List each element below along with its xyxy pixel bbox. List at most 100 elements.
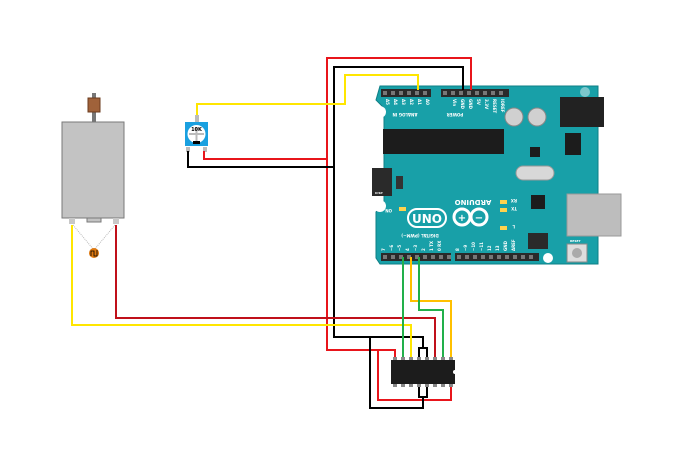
motor-terminal[interactable]	[69, 218, 75, 224]
pin-label: 2	[421, 248, 426, 251]
pin-label: GND	[460, 99, 465, 110]
header-pin[interactable]	[423, 91, 427, 95]
ic-pin[interactable]	[401, 357, 405, 360]
pin-label: 8	[455, 248, 460, 251]
pin-label: ~5	[397, 245, 402, 251]
header-pin[interactable]	[467, 91, 471, 95]
header-pin[interactable]	[447, 255, 451, 259]
ic-pin[interactable]	[433, 384, 437, 387]
ic-pin[interactable]	[417, 357, 421, 360]
pin-label: ~11	[479, 242, 484, 251]
pin-label: A1	[417, 99, 422, 105]
header-pin[interactable]	[513, 255, 517, 259]
header-pin[interactable]	[431, 255, 435, 259]
header-pin[interactable]	[499, 91, 503, 95]
pin-label: A3	[401, 99, 406, 105]
ic-pin[interactable]	[449, 384, 453, 387]
diode[interactable]	[72, 224, 116, 258]
ic-pin[interactable]	[401, 384, 405, 387]
wire-d4[interactable]	[418, 257, 444, 360]
wire-motor-a[interactable]	[71, 225, 412, 360]
ic-pin[interactable]	[409, 357, 413, 360]
header-pin[interactable]	[497, 255, 501, 259]
wire-d3[interactable]	[410, 257, 452, 360]
ic-pin[interactable]	[441, 384, 445, 387]
wire-gnd[interactable]	[333, 66, 464, 348]
regulator	[565, 133, 581, 155]
ic-body	[391, 360, 455, 384]
header-pin[interactable]	[475, 91, 479, 95]
mount-hole	[580, 87, 590, 97]
icsp-header-2	[528, 233, 548, 249]
header-pin[interactable]	[465, 255, 469, 259]
wire-pot-5v[interactable]	[203, 151, 327, 160]
usb-chip	[531, 195, 545, 209]
ic-pin[interactable]	[433, 357, 437, 360]
ic-pin[interactable]	[449, 357, 453, 360]
power-jack	[560, 97, 604, 127]
wire-ic-vcc[interactable]	[377, 350, 452, 401]
icsp-header	[372, 168, 392, 196]
wire-ic-gnd-bottom[interactable]	[369, 337, 424, 409]
ic-pin[interactable]	[409, 384, 413, 387]
header-pin[interactable]	[383, 91, 387, 95]
header-pin[interactable]	[391, 255, 395, 259]
header-pin[interactable]	[451, 91, 455, 95]
header-pin[interactable]	[443, 91, 447, 95]
header-pin[interactable]	[491, 91, 495, 95]
header-pin[interactable]	[391, 91, 395, 95]
icsp-label: ICSP	[375, 191, 384, 195]
wire-ic-gnd-top[interactable]	[418, 347, 428, 360]
header-pin[interactable]	[483, 91, 487, 95]
header-pin[interactable]	[415, 91, 419, 95]
ic-pin[interactable]	[441, 357, 445, 360]
usb-port	[566, 193, 622, 237]
ic-pin[interactable]	[425, 384, 429, 387]
header-pin[interactable]	[473, 255, 477, 259]
wire-pot-a1[interactable]	[196, 74, 419, 115]
ic-pin[interactable]	[393, 384, 397, 387]
header-pin[interactable]	[407, 255, 411, 259]
header-pin[interactable]	[383, 255, 387, 259]
pin-label: Vin	[452, 99, 457, 106]
motor-terminal[interactable]	[113, 218, 119, 224]
header-pin[interactable]	[399, 255, 403, 259]
atmega-chip	[383, 129, 504, 154]
motor-driver-ic[interactable]	[391, 357, 457, 387]
header-pin[interactable]	[415, 255, 419, 259]
ic-pin[interactable]	[393, 357, 397, 360]
pin-label: GND	[503, 240, 508, 251]
uno-text: UNO	[412, 212, 442, 226]
wire-5v[interactable]	[326, 57, 472, 360]
mount-hole	[374, 106, 386, 118]
wire-ic-gnd-bridge[interactable]	[418, 384, 428, 398]
header-pin[interactable]	[423, 255, 427, 259]
on-led	[399, 207, 406, 211]
wires	[71, 57, 472, 409]
header-pin[interactable]	[407, 91, 411, 95]
ic-pin[interactable]	[417, 384, 421, 387]
pot-pin	[195, 115, 199, 123]
header-pin[interactable]	[399, 91, 403, 95]
header-pin[interactable]	[529, 255, 533, 259]
header-pin[interactable]	[481, 255, 485, 259]
tx-led	[500, 208, 507, 212]
wire-pot-gnd[interactable]	[187, 151, 334, 168]
potentiometer[interactable]: 10K	[185, 115, 208, 152]
dc-motor[interactable]	[61, 93, 125, 224]
wire-motor-b[interactable]	[115, 225, 436, 360]
arduino-uno-board[interactable]: UNO + − ARDUINO ANALOG IN POWER DIGITAL …	[372, 85, 622, 265]
header-pin[interactable]	[505, 255, 509, 259]
mount-hole	[543, 253, 553, 263]
header-pin[interactable]	[521, 255, 525, 259]
header-pin[interactable]	[489, 255, 493, 259]
ic-pin[interactable]	[425, 357, 429, 360]
pin-label: 5V	[476, 99, 481, 106]
header-pin[interactable]	[439, 255, 443, 259]
header-pin[interactable]	[457, 255, 461, 259]
pin-label: AREF	[511, 239, 516, 251]
header-pin[interactable]	[459, 91, 463, 95]
pin-label: ~3	[413, 245, 418, 251]
header-pins	[383, 91, 533, 259]
